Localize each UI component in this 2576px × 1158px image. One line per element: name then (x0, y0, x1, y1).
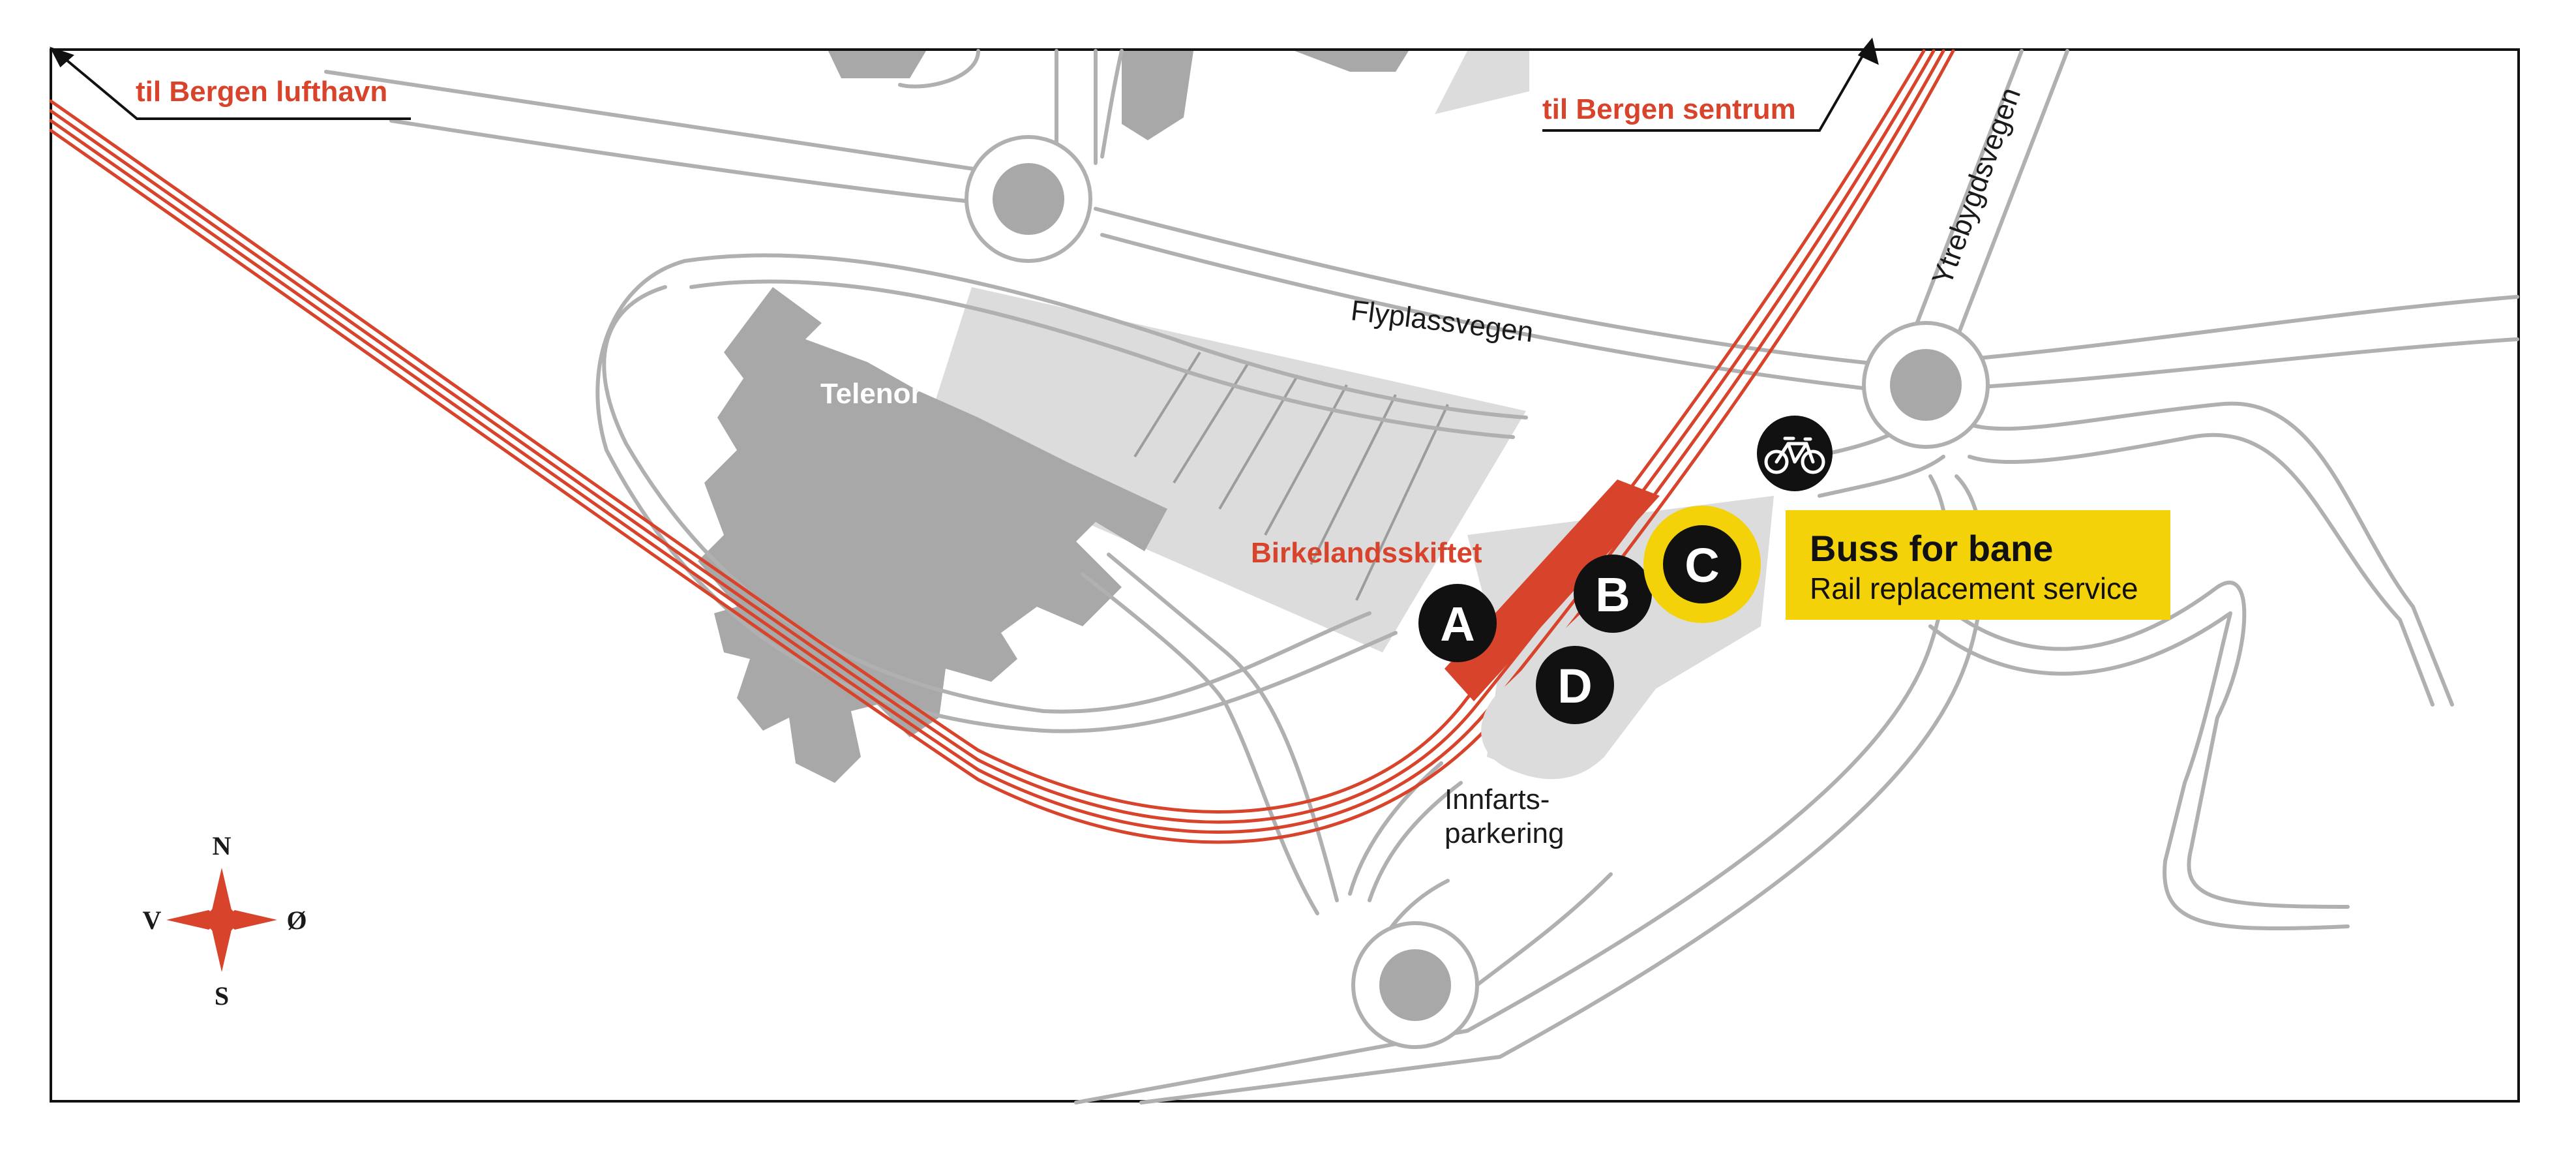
stop-d-marker[interactable]: D (1536, 646, 1614, 724)
bus-callout: Buss for bane Rail replacement service (1786, 510, 2170, 620)
top-building-left (828, 51, 926, 78)
parking-stripes (1133, 351, 1449, 601)
compass-rose-icon: N S V Ø (143, 831, 307, 1011)
airport-label: til Bergen lufthavn (136, 76, 387, 108)
rail-lines (49, 49, 1955, 844)
center-arrow (1542, 45, 1870, 132)
airport-arrow (57, 52, 411, 120)
stop-b-label: B (1595, 568, 1630, 622)
compass-west: V (143, 906, 162, 935)
stop-c-marker[interactable]: C (1643, 506, 1761, 623)
stop-a-label: A (1440, 597, 1475, 651)
stop-d-label: D (1557, 659, 1592, 713)
stop-b-marker[interactable]: B (1574, 555, 1652, 633)
compass-east: Ø (286, 906, 307, 935)
stop-a-marker[interactable]: A (1418, 584, 1497, 662)
ytrebygdsvegen-road (1909, 49, 2069, 341)
top-light-area (1435, 51, 1529, 114)
flyplassvegen-label: Flyplassvegen (1349, 294, 1535, 348)
bus-callout-subtitle: Rail replacement service (1810, 571, 2138, 605)
station-platform (1445, 480, 1660, 701)
compass-south: S (215, 981, 229, 1011)
bus-callout-title: Buss for bane (1810, 528, 2053, 569)
compass-north: N (213, 831, 232, 861)
map-frame (50, 48, 2520, 1103)
center-label: til Bergen sentrum (1542, 93, 1796, 125)
parking-label-line2: parkering (1445, 817, 1564, 849)
telenor-label: Telenor (820, 378, 922, 410)
roundabouts (965, 135, 1990, 1049)
station-label: Birkelandsskiftet (1251, 537, 1482, 569)
parking-label-line1: Innfarts- (1445, 784, 1550, 815)
bus-callout-box (1786, 510, 2170, 620)
top-building-mid (1122, 51, 1193, 140)
top-building-right (1295, 51, 1409, 72)
ytrebygdsvegen-label: Ytrebygdsvegen (1926, 84, 2027, 290)
direction-arrows (49, 37, 1879, 132)
bicycle-icon[interactable] (1757, 416, 1833, 491)
stop-c-label: C (1685, 538, 1719, 592)
